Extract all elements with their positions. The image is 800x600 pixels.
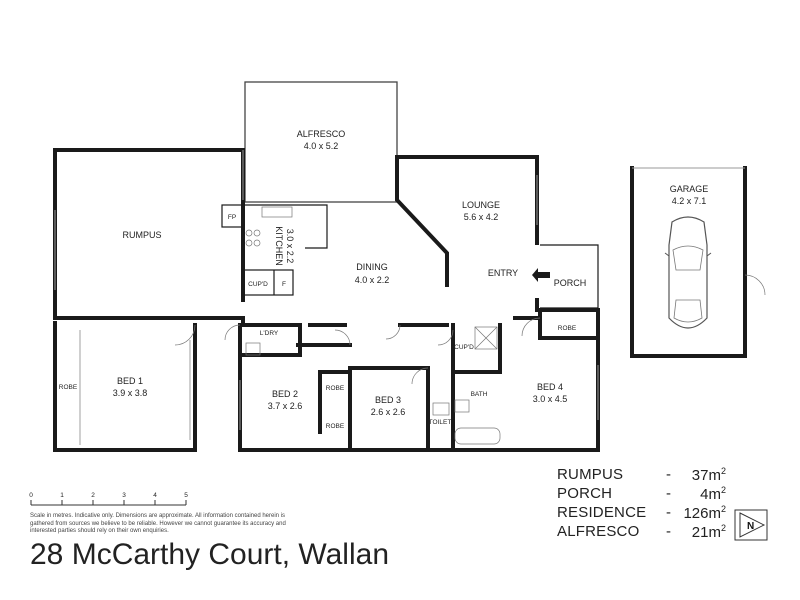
- area-value-alfresco: 21m2: [691, 523, 726, 541]
- scale-tick-1: 1: [60, 492, 64, 499]
- room-label-bed2: BED 2: [272, 389, 298, 399]
- fireplace-box: [221, 204, 243, 228]
- door-swings: [174, 274, 766, 385]
- room-label-toilet: TOILET: [429, 419, 452, 426]
- kitchen-benches: [242, 204, 328, 296]
- room-label-robe-bed1: ROBE: [59, 384, 78, 391]
- room-size-dining: 4.0 x 2.2: [355, 275, 390, 285]
- room-label-bed3: BED 3: [375, 395, 401, 405]
- room-label-bath: BATH: [471, 391, 488, 398]
- compass-icon: N: [734, 509, 768, 541]
- area-value-residence: 126m2: [683, 504, 726, 522]
- area-value-porch: 4m2: [700, 485, 726, 503]
- wet-area-fixtures: [245, 326, 501, 445]
- area-value-rumpus: 37m2: [691, 466, 726, 484]
- windows: [54, 150, 599, 445]
- room-label-fireplace: FP: [228, 214, 236, 221]
- room-size-bed1: 3.9 x 3.8: [113, 388, 148, 398]
- room-label-porch: PORCH: [554, 278, 587, 288]
- room-label-dining: DINING: [356, 262, 388, 272]
- area-label-alfresco: ALFRESCO: [557, 523, 640, 540]
- room-size-bed4: 3.0 x 4.5: [533, 394, 568, 404]
- room-size-alfresco: 4.0 x 5.2: [304, 141, 339, 151]
- porch-walls: [540, 244, 599, 309]
- room-size-garage: 4.2 x 7.1: [672, 196, 707, 206]
- compass-letter: N: [747, 521, 754, 532]
- car-icon: [664, 216, 712, 329]
- scale-tick-5: 5: [184, 492, 188, 499]
- room-label-kitchen: KITCHEN: [274, 226, 284, 266]
- room-label-lounge: LOUNGE: [462, 200, 500, 210]
- room-size-bed3: 2.6 x 2.6: [371, 407, 406, 417]
- property-address: 28 McCarthy Court, Wallan: [30, 538, 390, 571]
- scale-tick-4: 4: [153, 492, 157, 499]
- room-label-cupd-kitchen: CUP'D: [248, 281, 268, 288]
- area-dash-residence: -: [666, 504, 671, 521]
- scale-tick-3: 3: [122, 492, 126, 499]
- room-label-bed4: BED 4: [537, 382, 563, 392]
- room-label-bed1: BED 1: [117, 376, 143, 386]
- room-label-laundry: L'DRY: [260, 330, 279, 337]
- room-label-robe-bed3: ROBE: [326, 423, 345, 430]
- alfresco-outline: [244, 81, 398, 203]
- area-dash-porch: -: [666, 485, 671, 502]
- room-size-lounge: 5.6 x 4.2: [464, 212, 499, 222]
- house-walls: [53, 148, 600, 452]
- room-label-fridge: F: [282, 281, 286, 288]
- room-size-bed2: 3.7 x 2.6: [268, 401, 303, 411]
- room-label-entry: ENTRY: [488, 268, 518, 278]
- room-label-rumpus: RUMPUS: [122, 230, 161, 240]
- room-label-robe-bed2: ROBE: [326, 385, 345, 392]
- area-label-porch: PORCH: [557, 485, 613, 502]
- area-dash-rumpus: -: [666, 466, 671, 483]
- room-label-garage: GARAGE: [670, 184, 709, 194]
- room-label-cupd-hall: CUP'D: [454, 344, 474, 351]
- disclaimer-text: Scale in metres. Indicative only. Dimens…: [30, 513, 286, 534]
- scale-bar: 0 1 2 3 4 5: [29, 492, 188, 506]
- garage-walls: [630, 166, 747, 358]
- area-label-residence: RESIDENCE: [557, 504, 647, 521]
- entry-arrow-icon: [532, 268, 550, 282]
- scale-tick-0: 0: [29, 492, 33, 499]
- scale-tick-2: 2: [91, 492, 95, 499]
- room-size-kitchen: 3.0 x 2.2: [285, 229, 295, 264]
- area-dash-alfresco: -: [666, 523, 671, 540]
- area-label-rumpus: RUMPUS: [557, 466, 624, 483]
- room-label-alfresco: ALFRESCO: [297, 129, 346, 139]
- room-label-robe-bed4: ROBE: [558, 325, 577, 332]
